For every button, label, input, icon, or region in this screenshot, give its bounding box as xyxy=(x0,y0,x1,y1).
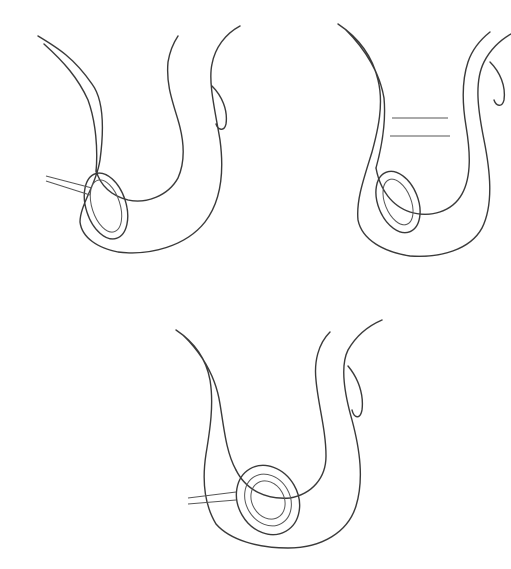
outer-wall-bottom xyxy=(176,320,382,548)
outer-wall-top-left xyxy=(38,26,240,253)
mass-inner-top-left xyxy=(84,176,127,236)
mass-outer-top-right xyxy=(367,165,428,239)
right-flap-bottom xyxy=(348,366,362,417)
mass-outer-bottom xyxy=(224,454,312,546)
inner-wall-left-top-left xyxy=(44,44,97,172)
pointer-line-bottom xyxy=(188,492,236,498)
mass-inner-bottom xyxy=(235,466,300,535)
mass-outer-top-left xyxy=(76,167,135,244)
inner-wall-left-bottom xyxy=(184,336,236,470)
pointer-line-bottom-2 xyxy=(188,500,236,504)
pointer-line-top-left-2 xyxy=(46,181,90,195)
diagram-bottom xyxy=(176,320,382,548)
mass-inner-top-right xyxy=(377,175,419,229)
inner-cavity-top-right xyxy=(376,32,490,214)
diagram-top-left xyxy=(38,26,240,253)
mass-core-bottom xyxy=(244,475,292,526)
right-flap-top-right xyxy=(490,62,504,105)
outer-wall-top-right xyxy=(338,24,511,256)
inner-cavity-bottom xyxy=(236,332,330,498)
diagram-top-right xyxy=(338,24,511,256)
pointer-line-top-left xyxy=(46,176,92,188)
